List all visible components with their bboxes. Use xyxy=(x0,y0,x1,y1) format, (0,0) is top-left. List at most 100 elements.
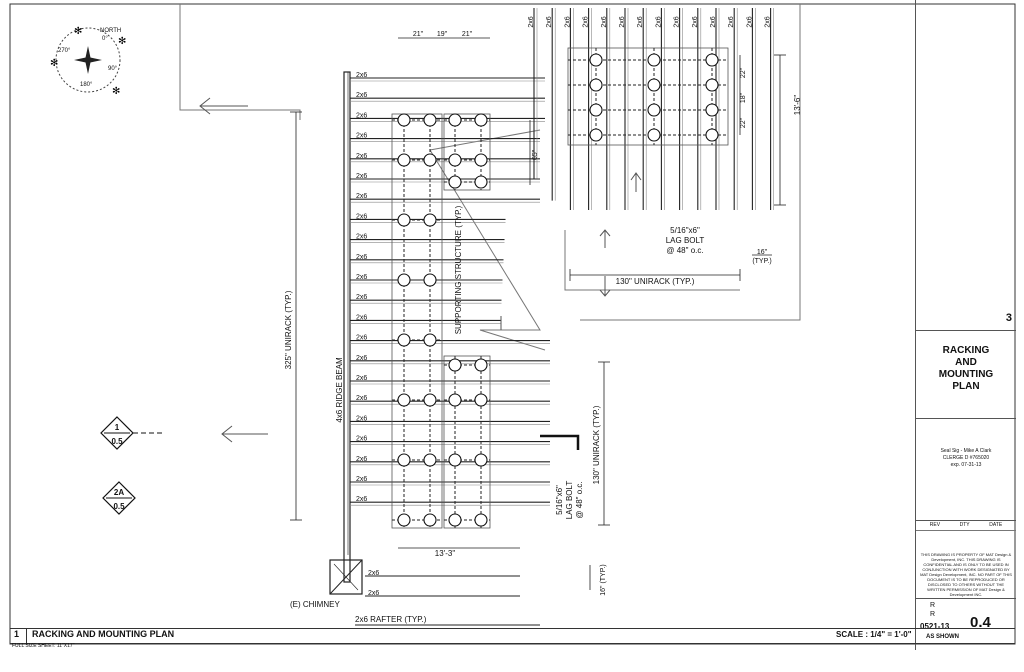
rafter-label: 2x6 xyxy=(368,570,379,577)
sun-icon-east: ✻ xyxy=(118,36,126,47)
chimney-label: (E) CHIMNEY xyxy=(290,600,340,609)
rafter-label: 2x6 xyxy=(356,375,367,382)
unirack-array xyxy=(443,113,491,191)
sheet-title-line-3: MOUNTING xyxy=(938,369,994,380)
dim-16-typ: (TYP.) xyxy=(752,258,771,265)
lag-bolt-attachment xyxy=(448,153,462,167)
dim-130-unirack-vertical: 130" UNIRACK (TYP.) xyxy=(592,405,601,484)
compass-0: 0° xyxy=(102,36,108,42)
detail-callout-2-bottom: 0.5 xyxy=(113,502,125,511)
rafter-label: 2x6 xyxy=(356,153,367,160)
dim-16: 16" xyxy=(757,249,768,256)
dim-325-unirack: 325" UNIRACK (TYP.) xyxy=(284,290,293,369)
compass-90: 90° xyxy=(108,66,118,72)
lag-bolt-attachment xyxy=(474,153,488,167)
top-dim-1: 21" xyxy=(413,31,424,38)
lag-bolt-attachment xyxy=(397,453,411,467)
lag-bolt-attachment xyxy=(423,513,437,527)
lag-bolt-attachment xyxy=(448,175,462,189)
lag-bolt-attachment xyxy=(705,78,719,92)
supporting-structure-label: SUPPORTING STRUCTURE (TYP.) xyxy=(454,205,463,334)
rafter-label: 2x6 xyxy=(356,415,367,422)
rafters-left: 2x6 2x6 2x6 2x6 2x6 2x6 2x6 2x6 2x6 2x6 2x6 2x6 2x6 2… xyxy=(350,72,550,597)
rev-header-date: DATE xyxy=(989,522,1003,528)
rafter-label: 2x6 xyxy=(356,395,367,402)
sun-icon-west: ✻ xyxy=(50,58,58,69)
unirack-array xyxy=(567,47,729,146)
dim-13-6: 13'-6" xyxy=(793,95,802,116)
right-dim-3: 22" xyxy=(740,117,747,128)
lag-bolt-attachment xyxy=(423,113,437,127)
job-number: 0521-13 xyxy=(920,622,950,631)
lag-bolt-attachment xyxy=(448,358,462,372)
detail-callout-1: 1 0.5 xyxy=(100,416,165,450)
slope-arrows xyxy=(199,97,642,443)
sheet-title-line-4: PLAN xyxy=(952,381,980,392)
rafter-label: 2x6 xyxy=(692,16,699,27)
stamp-line-3: exp. 07-31-13 xyxy=(950,462,982,468)
rafter-label: 2x6 xyxy=(356,254,367,261)
dim-65: 65" xyxy=(532,149,539,160)
sheet-title-line-2: AND xyxy=(955,357,977,368)
lag-bolt-attachment xyxy=(423,453,437,467)
compass-rose: 270° 90° 180° NORTH 0° ✻ ✻ ✻ ✻ xyxy=(50,26,126,97)
rafter-label: 2x6 xyxy=(583,16,590,27)
rafter-label: 2x6 xyxy=(601,16,608,27)
dim-13-3: 13'-3" xyxy=(435,549,456,558)
rafter-label: 2x6 xyxy=(356,355,367,362)
ridge-beam xyxy=(343,71,351,583)
lag-bolt-attachment xyxy=(448,113,462,127)
lag-bolt-attachment xyxy=(589,78,603,92)
compass-270: 270° xyxy=(58,48,71,54)
lag-bolt-attachment xyxy=(474,175,488,189)
compass-180: 180° xyxy=(80,82,93,88)
lag-bolt-attachment xyxy=(647,78,661,92)
sheet-title: RACKING AND MOUNTING PLAN xyxy=(916,345,1016,393)
rafter-label: 2x6 xyxy=(356,274,367,281)
lag-bolt-attachment xyxy=(589,53,603,67)
lag-bolt-attachment xyxy=(647,128,661,142)
rafter-label: 2x6 xyxy=(710,16,717,27)
unirack-arrays xyxy=(391,47,729,529)
lag-bolt-attachment xyxy=(448,513,462,527)
lag-bolt-attachment xyxy=(397,513,411,527)
lag-bolt-attachment xyxy=(423,213,437,227)
rafter-label: 2x6 xyxy=(674,16,681,27)
engineer-stamp: Seal Sig - Mike A Clark CLERGE D #765020… xyxy=(916,448,1016,469)
rafter-label: 2x6 xyxy=(356,294,367,301)
lag-bolt-attachment xyxy=(397,273,411,287)
rafter-label: 2x6 xyxy=(746,16,753,27)
lag-bolt-attachment xyxy=(397,393,411,407)
detail-callout-1-bottom: 0.5 xyxy=(111,437,123,446)
rafter-label: 2x6 xyxy=(356,476,367,483)
section-cut-marker xyxy=(540,434,580,450)
detail-callout-2-top: 2A xyxy=(114,488,124,497)
rafter-label: 2x6 xyxy=(728,16,735,27)
lag-bolt-attachment xyxy=(448,393,462,407)
right-dim-2: 18" xyxy=(740,92,747,103)
title-block: 3 RACKING AND MOUNTING PLAN Seal Sig - M… xyxy=(915,0,1016,650)
lag-bolt-attachment xyxy=(423,153,437,167)
rafter-label: 2x6 xyxy=(356,173,367,180)
rafter-label: 2x6 xyxy=(368,590,379,597)
lag-bolt-attachment xyxy=(474,393,488,407)
rafter-label: 2x6 xyxy=(655,16,662,27)
rafter-label: 2x6 xyxy=(356,234,367,241)
rafter-label: 2x6 xyxy=(356,456,367,463)
rev-mark-1: R xyxy=(930,602,936,609)
rev-header-rev: REV xyxy=(929,522,941,528)
top-dim-3: 21" xyxy=(462,31,473,38)
rafter-label: 2x6 xyxy=(546,16,553,27)
copyright-note: THIS DRAWING IS PROPERTY OF MAT Design &… xyxy=(920,552,1012,597)
stamp-line-2: CLERGE D #765020 xyxy=(942,455,990,461)
sheet-side-number: 3 xyxy=(1005,312,1012,324)
right-dim-1: 22" xyxy=(740,67,747,78)
rafter-label: 2x6 xyxy=(619,16,626,27)
rev-header-qty: DTY xyxy=(959,522,970,528)
rafter-typ-label: 2x6 RAFTER (TYP.) xyxy=(355,615,427,624)
revision-table-header: REV DTY DATE xyxy=(920,522,1012,528)
sheet-border xyxy=(9,3,1016,645)
full-size-note: FULL SIZE SHEET: 11"X17" xyxy=(12,643,75,649)
lag-bolt-attachment xyxy=(474,453,488,467)
